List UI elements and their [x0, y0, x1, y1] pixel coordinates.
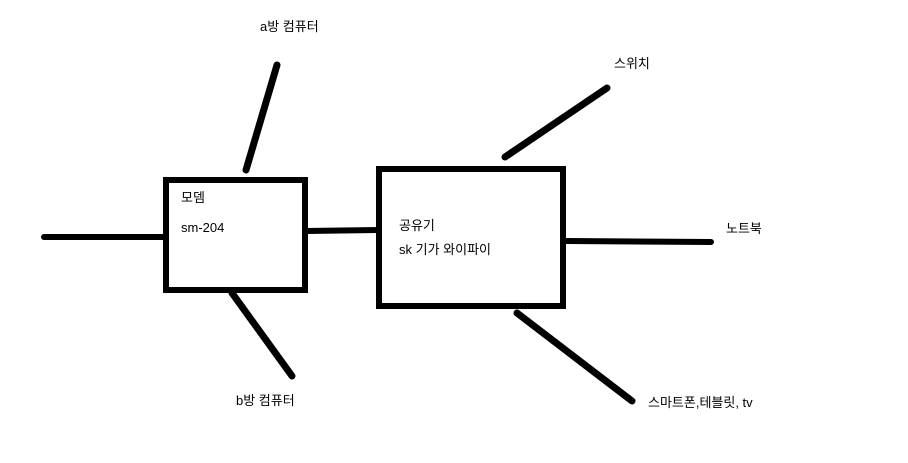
label-room-b-computer: b방 컴퓨터 [236, 393, 295, 408]
modem-room-a-line [242, 61, 281, 174]
modem-room-b-line [228, 289, 296, 380]
router-box: 공유기 sk 기가 와이파이 [376, 166, 566, 309]
router-devices-line [513, 309, 636, 405]
modem-title: 모뎀 [181, 190, 205, 205]
label-switch: 스위치 [614, 56, 650, 71]
label-laptop: 노트북 [726, 221, 762, 236]
modem-model: sm-204 [181, 220, 225, 235]
router-model: sk 기가 와이파이 [399, 242, 491, 257]
router-title: 공유기 [399, 218, 435, 233]
label-room-a-computer: a방 컴퓨터 [260, 19, 319, 34]
modem-box: 모뎀 sm-204 [163, 177, 308, 293]
modem-router-line [303, 227, 381, 234]
label-smart-devices: 스마트폰,테블릿, tv [648, 395, 753, 410]
router-switch-line [501, 84, 611, 161]
router-laptop-line [564, 238, 714, 245]
